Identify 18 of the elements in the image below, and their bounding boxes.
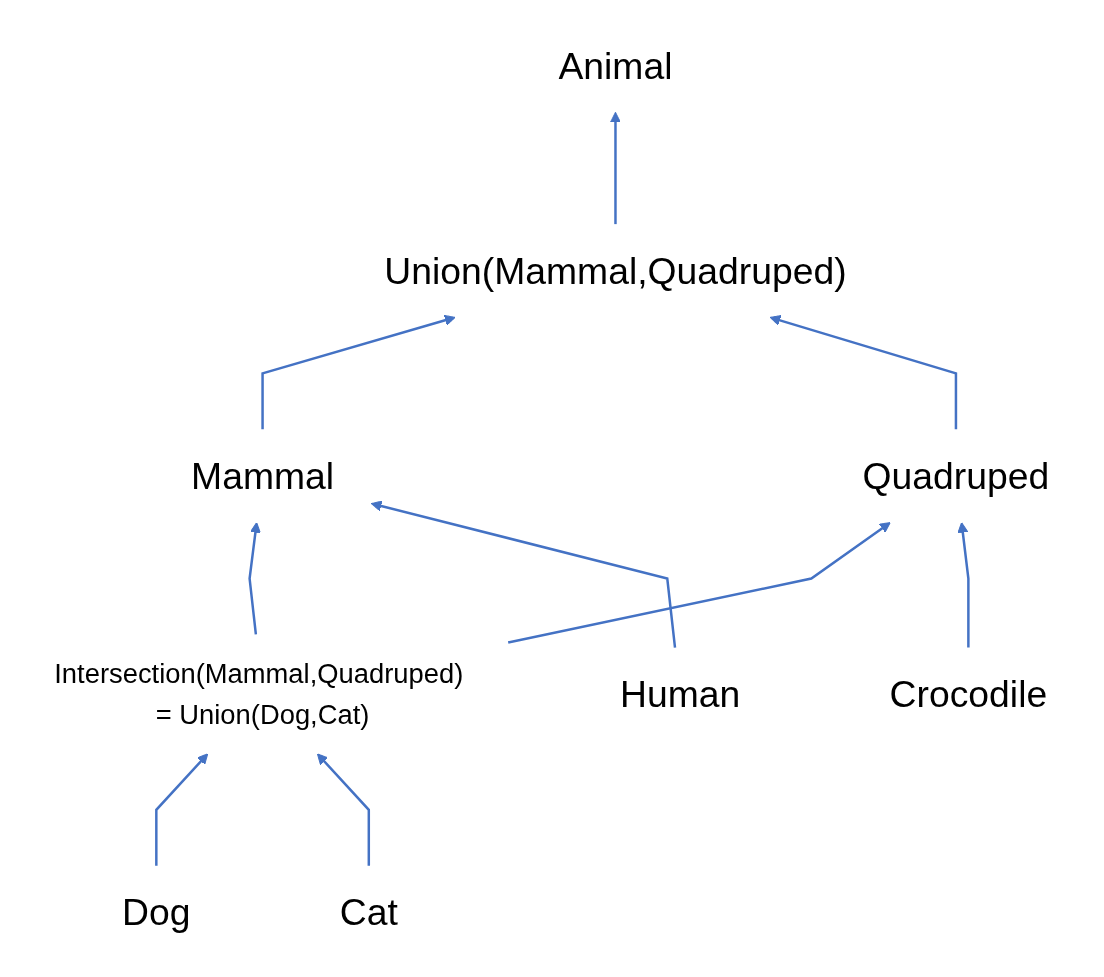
node-text: Cat <box>339 891 399 933</box>
arrow <box>769 314 958 429</box>
node-text: Crocodile <box>889 673 1048 715</box>
arrow <box>371 500 677 648</box>
node-text: Animal <box>558 44 673 86</box>
arrow <box>610 111 622 224</box>
node-text: Union(Mammal,Quadruped) <box>384 249 847 291</box>
node-text: Human <box>620 673 741 715</box>
arrow <box>261 314 456 429</box>
node-text: Dog <box>122 891 191 933</box>
arrow <box>155 752 209 866</box>
node-text: Quadruped <box>862 454 1050 496</box>
node-text: Mammal <box>191 454 335 496</box>
arrow <box>957 521 970 648</box>
node-text: Intersection(Mammal,Quadruped) = Union(Dog,Cat) <box>54 657 464 730</box>
arrow <box>508 521 891 644</box>
arrow <box>248 521 262 635</box>
arrow <box>317 752 371 866</box>
